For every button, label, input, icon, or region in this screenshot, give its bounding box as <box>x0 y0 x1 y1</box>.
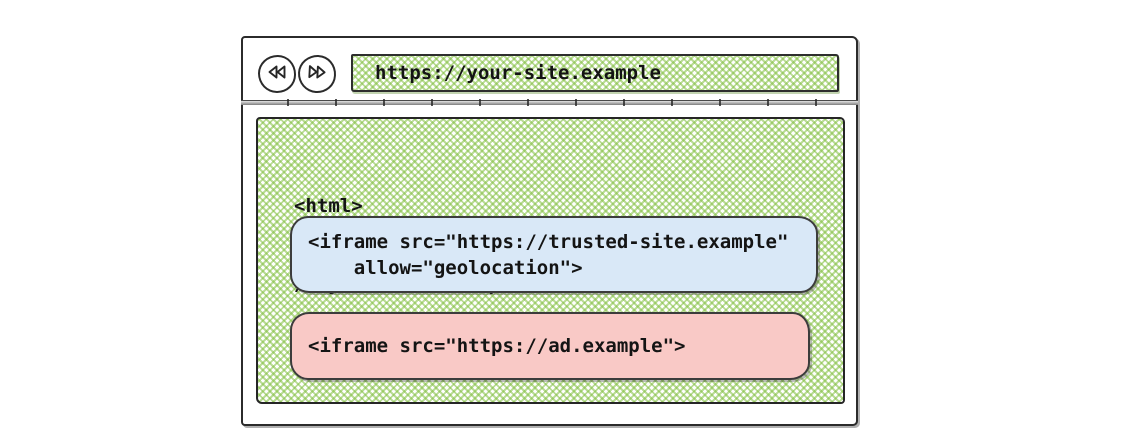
trusted-iframe-code-line2: allow="geolocation"> <box>308 256 583 279</box>
code-line-html: <html> <box>294 195 363 217</box>
page-content: <html> // your-site.example code <iframe… <box>256 117 845 404</box>
ad-iframe-code-line1: <iframe src="https://ad.example"> <box>308 335 686 357</box>
back-button[interactable] <box>258 55 296 93</box>
back-icon <box>265 60 289 88</box>
forward-button[interactable] <box>297 54 337 94</box>
forward-icon <box>304 59 329 88</box>
url-text: https://your-site.example <box>375 62 661 84</box>
browser-toolbar: https://your-site.example <box>241 38 858 106</box>
trusted-iframe-code-line1: <iframe src="https://trusted-site.exampl… <box>308 230 789 253</box>
url-bar[interactable]: https://your-site.example <box>351 54 839 92</box>
ad-iframe-box: <iframe src="https://ad.example"> <box>290 312 810 380</box>
toolbar-divider <box>241 99 858 106</box>
trusted-iframe-box: <iframe src="https://trusted-site.exampl… <box>290 216 818 293</box>
browser-window: https://your-site.example <html> // your… <box>241 36 858 426</box>
